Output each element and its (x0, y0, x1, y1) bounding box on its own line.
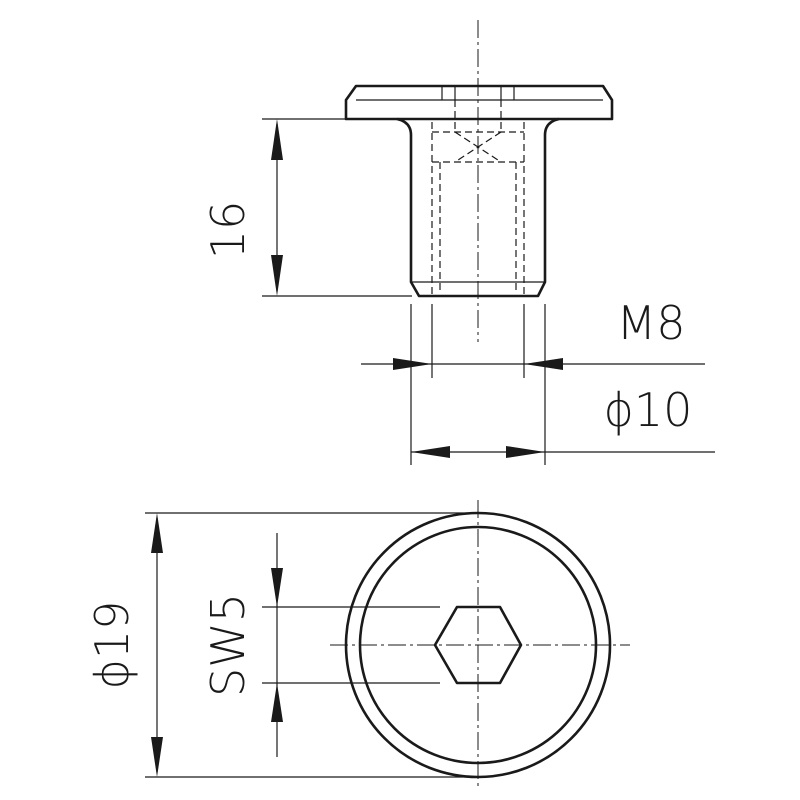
top-view: ϕ19 SW5 (85, 500, 630, 790)
dim-shank-diameter-label: ϕ10 (604, 383, 693, 437)
bolt-shank (396, 117, 560, 298)
head-inner-circle (358, 525, 598, 765)
dim-arrow (271, 568, 283, 607)
dim-arrow (393, 358, 432, 370)
dim-arrow (271, 683, 283, 722)
dim-socket-size-label: SW5 (201, 593, 255, 697)
side-view: 16 M8 ϕ10 (201, 20, 715, 465)
dim-length-label: 16 (201, 201, 255, 260)
hex-socket (433, 605, 523, 685)
dim-arrow (151, 737, 163, 777)
dim-arrow (506, 446, 545, 458)
hidden-thread (431, 100, 525, 296)
bolt-head (344, 84, 614, 121)
dim-arrow (524, 358, 563, 370)
dim-arrow (151, 513, 163, 553)
dim-arrow (411, 446, 450, 458)
dim-arrow (271, 119, 283, 160)
dim-head-diameter-label: ϕ19 (85, 601, 139, 690)
dim-thread-label: M8 (617, 296, 686, 350)
dim-arrow (271, 255, 283, 296)
